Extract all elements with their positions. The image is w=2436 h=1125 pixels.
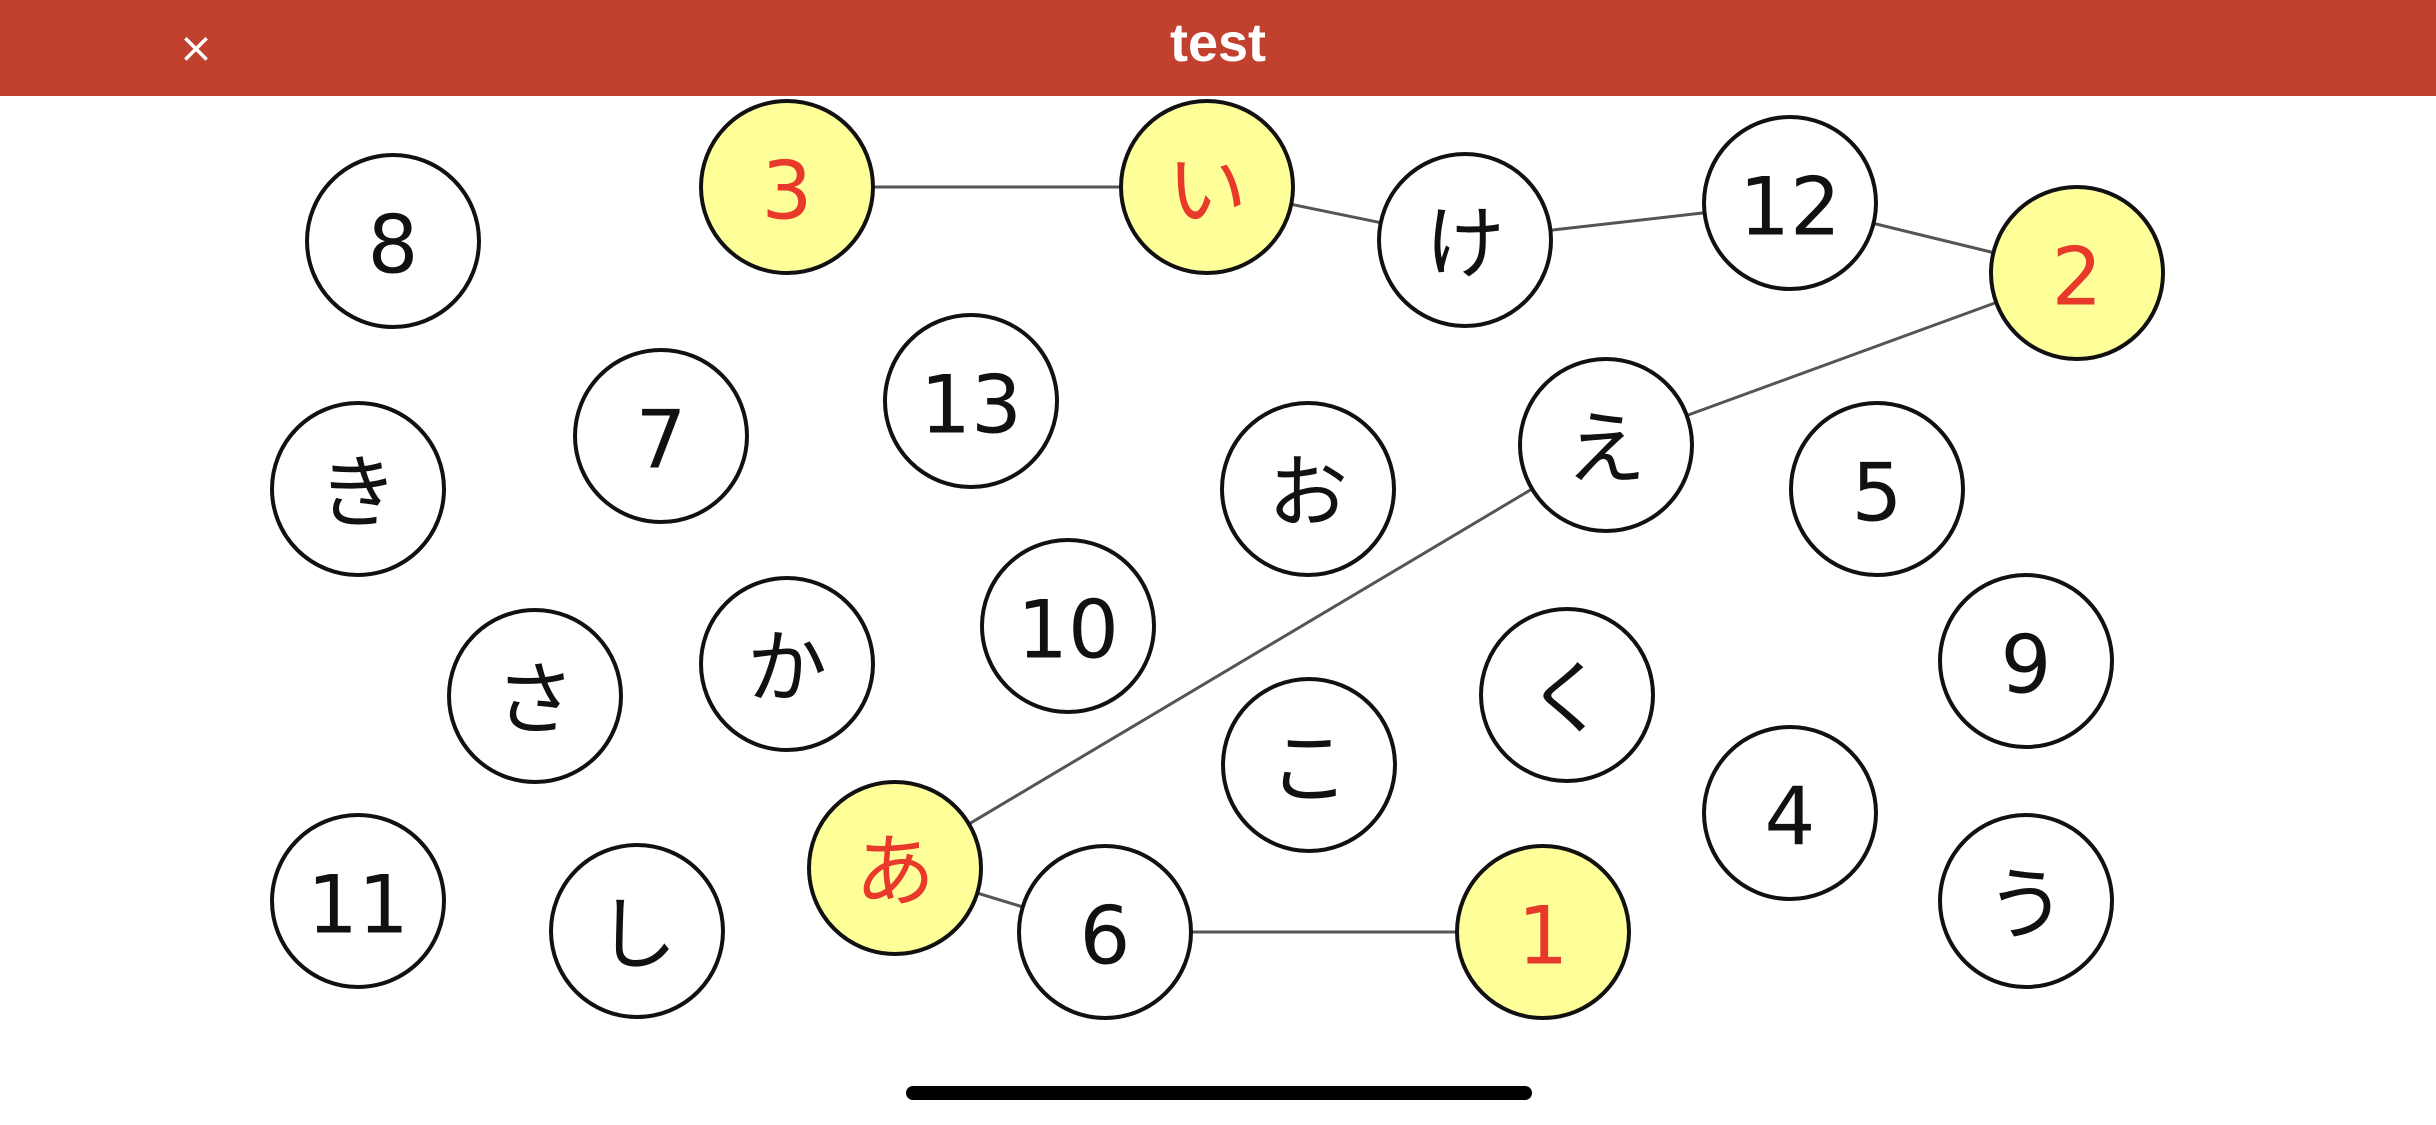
node-circle[interactable] <box>699 99 875 275</box>
node-label: き <box>318 447 398 540</box>
node-circle[interactable] <box>883 313 1059 489</box>
node-circle[interactable] <box>1479 607 1655 783</box>
node-circle[interactable] <box>1455 844 1631 1020</box>
game-node[interactable]: 5 <box>1789 401 1965 577</box>
node-label: け <box>1425 198 1505 291</box>
node-circle[interactable] <box>1789 401 1965 577</box>
game-node[interactable]: か <box>699 576 875 752</box>
game-node[interactable]: さ <box>447 608 623 784</box>
connection-line <box>976 891 1024 909</box>
node-label: か <box>747 622 827 715</box>
node-circle[interactable] <box>305 153 481 329</box>
node-circle[interactable] <box>1702 115 1878 291</box>
node-label: 6 <box>1080 890 1131 983</box>
node-circle[interactable] <box>1938 813 2114 989</box>
node-label: 8 <box>368 199 419 292</box>
game-node[interactable]: 9 <box>1938 573 2114 749</box>
node-label: 13 <box>920 359 1022 452</box>
node-label: 5 <box>1852 447 1903 540</box>
node-circle[interactable] <box>1220 401 1396 577</box>
node-label: 10 <box>1017 584 1119 677</box>
node-label: 7 <box>636 394 687 487</box>
game-node[interactable]: き <box>270 401 446 577</box>
game-node[interactable]: く <box>1479 607 1655 783</box>
node-circle[interactable] <box>1989 185 2165 361</box>
game-node[interactable]: う <box>1938 813 2114 989</box>
node-circle[interactable] <box>270 401 446 577</box>
connection-line <box>1873 221 1994 255</box>
node-label: さ <box>495 654 575 747</box>
node-circle[interactable] <box>1017 844 1193 1020</box>
header-bar: × test <box>0 0 2436 96</box>
node-circle[interactable] <box>549 843 725 1019</box>
node-circle[interactable] <box>980 538 1156 714</box>
node-circle[interactable] <box>1702 725 1878 901</box>
node-circle[interactable] <box>1518 357 1694 533</box>
node-label: 12 <box>1739 161 1841 254</box>
game-node[interactable]: 13 <box>883 313 1059 489</box>
game-node[interactable]: あ <box>807 780 983 956</box>
node-circle[interactable] <box>270 813 446 989</box>
node-label: 9 <box>2001 619 2052 712</box>
game-node[interactable]: 3 <box>699 99 875 275</box>
node-label: い <box>1167 145 1247 238</box>
game-node[interactable]: 4 <box>1702 725 1878 901</box>
node-circle[interactable] <box>699 576 875 752</box>
connection-line <box>1290 202 1382 225</box>
connection-line <box>968 487 1533 826</box>
node-label: 11 <box>307 859 409 952</box>
connection-line <box>1686 301 1997 417</box>
page-title: test <box>1169 13 1267 73</box>
close-button[interactable]: × <box>178 23 214 72</box>
game-node[interactable]: け <box>1377 152 1553 328</box>
node-label: う <box>1986 859 2066 952</box>
game-node[interactable]: 10 <box>980 538 1156 714</box>
connection-lines <box>873 185 1997 934</box>
game-node[interactable]: 1 <box>1455 844 1631 1020</box>
game-node[interactable]: 12 <box>1702 115 1878 291</box>
node-circle[interactable] <box>1377 152 1553 328</box>
node-label: お <box>1268 447 1348 540</box>
node-circle[interactable] <box>447 608 623 784</box>
node-circle[interactable] <box>1221 677 1397 853</box>
node-label: え <box>1566 403 1646 496</box>
game-node[interactable]: し <box>549 843 725 1019</box>
node-circle[interactable] <box>1119 99 1295 275</box>
game-node[interactable]: こ <box>1221 677 1397 853</box>
home-indicator <box>906 1086 1532 1100</box>
node-circle[interactable] <box>807 780 983 956</box>
node-circle[interactable] <box>573 348 749 524</box>
node-label: 1 <box>1518 890 1569 983</box>
node-label: 4 <box>1765 771 1816 864</box>
node-label: し <box>597 889 677 982</box>
connection-line <box>1550 211 1705 232</box>
node-layer: 3 いけ 12 2 8 き 7 13 お え 5 さ か 10 く 9 こ 4 11 し あ 6 1 う <box>270 99 2165 1020</box>
game-node[interactable]: え <box>1518 357 1694 533</box>
game-node[interactable]: 6 <box>1017 844 1193 1020</box>
game-node[interactable]: 7 <box>573 348 749 524</box>
node-circle[interactable] <box>1938 573 2114 749</box>
game-node[interactable]: お <box>1220 401 1396 577</box>
game-node[interactable]: 2 <box>1989 185 2165 361</box>
node-label: 2 <box>2052 231 2103 324</box>
node-label: く <box>1527 653 1607 746</box>
game-node[interactable]: 8 <box>305 153 481 329</box>
node-label: あ <box>855 826 935 919</box>
game-node[interactable]: 11 <box>270 813 446 989</box>
game-node[interactable]: い <box>1119 99 1295 275</box>
node-label: 3 <box>762 145 813 238</box>
node-label: こ <box>1269 723 1349 816</box>
